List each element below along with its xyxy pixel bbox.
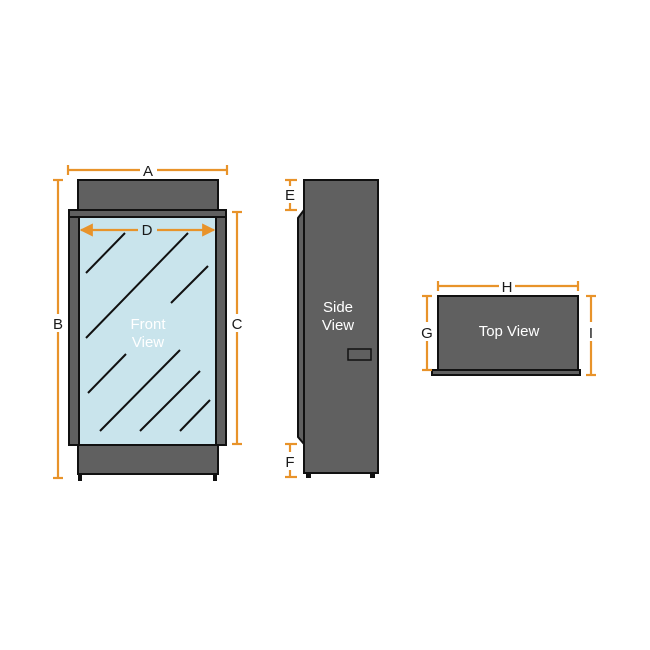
dimension-a: A xyxy=(66,163,229,180)
side-body xyxy=(303,179,379,474)
dimension-c-label: C xyxy=(232,316,243,333)
side-view-label-line1: Side xyxy=(323,299,353,316)
side-foot-right xyxy=(370,472,375,478)
dimension-b-label: B xyxy=(53,316,63,333)
front-bottom-block xyxy=(77,444,219,475)
front-view-label-line2: View xyxy=(132,334,164,351)
dimension-i-label: I xyxy=(589,325,593,342)
dimension-a-label: A xyxy=(143,163,153,180)
glass-reflection-lines xyxy=(85,232,211,432)
front-glass-panel xyxy=(78,216,217,446)
top-view: Top View xyxy=(431,295,581,376)
top-body xyxy=(437,295,579,371)
dimension-g: G xyxy=(421,294,433,372)
side-door-profile xyxy=(297,207,305,447)
side-handle xyxy=(347,348,372,361)
side-view-label-line2: View xyxy=(322,317,354,334)
dimension-g-label: G xyxy=(421,325,433,342)
dimension-e: E xyxy=(285,178,297,212)
front-frame-right xyxy=(215,209,227,446)
side-foot-left xyxy=(306,472,311,478)
dimension-d: D xyxy=(79,222,216,239)
dimension-h: H xyxy=(436,279,580,296)
dimension-f: F xyxy=(285,442,297,479)
dimension-c: C xyxy=(232,210,243,446)
dimension-b: B xyxy=(53,178,63,480)
front-view: Front View xyxy=(68,179,227,481)
front-foot-left xyxy=(78,473,82,481)
top-view-label: Top View xyxy=(479,323,540,340)
dimension-d-label: D xyxy=(142,222,153,239)
dimension-h-label: H xyxy=(502,279,513,296)
side-view: Side View xyxy=(297,179,379,478)
front-top-rail xyxy=(68,209,227,218)
dimension-i: I xyxy=(586,294,596,377)
top-door-strip xyxy=(431,369,581,376)
dimension-e-label: E xyxy=(285,187,295,204)
front-view-label-line1: Front xyxy=(130,316,166,333)
front-foot-right xyxy=(213,473,217,481)
front-frame-left xyxy=(68,209,80,446)
dimension-f-label: F xyxy=(285,454,294,471)
front-top-block xyxy=(77,179,219,212)
